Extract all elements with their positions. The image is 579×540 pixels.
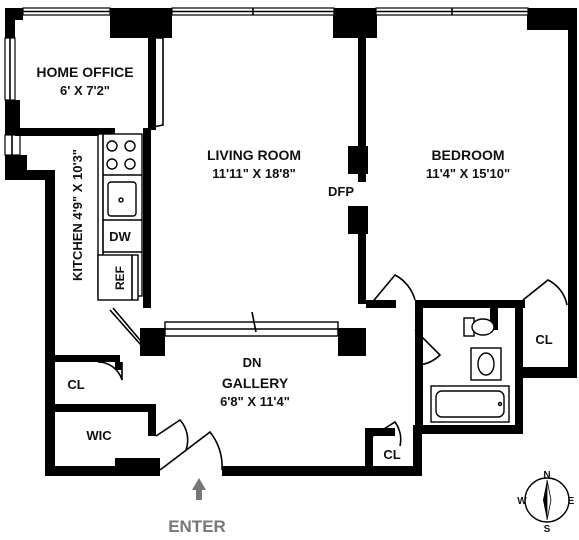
fixture-labels: DW REF DFP DN CL WIC CL CL	[67, 184, 552, 462]
closet-bath-label: CL	[535, 332, 552, 347]
dn-label: DN	[243, 355, 262, 370]
kitchen-fixtures	[97, 133, 143, 301]
enter-label: ENTER	[168, 517, 226, 536]
closet-left-label: CL	[67, 377, 84, 392]
compass-south: S	[544, 524, 551, 535]
entry: ENTER	[168, 478, 226, 536]
compass-east: E	[568, 496, 575, 507]
dishwasher-label: DW	[109, 229, 131, 244]
fireplace-label: DFP	[328, 184, 354, 199]
bedroom-name: BEDROOM	[431, 147, 504, 163]
gallery-name: GALLERY	[222, 375, 289, 391]
compass-icon: N S E W	[517, 470, 574, 535]
compass-west: W	[517, 496, 527, 507]
entry-arrow-icon	[192, 478, 206, 500]
windows	[4, 7, 529, 156]
room-labels: HOME OFFICE 6' X 7'2" LIVING ROOM 11'11"…	[36, 64, 510, 409]
living-room-name: LIVING ROOM	[207, 147, 301, 163]
bedroom-size: 11'4" X 15'10"	[426, 166, 510, 181]
gallery-size: 6'8" X 11'4"	[220, 394, 290, 409]
refrigerator-label: REF	[113, 266, 127, 290]
doors	[97, 273, 568, 471]
bath-fixtures	[430, 317, 510, 423]
home-office-size: 6' X 7'2"	[60, 83, 110, 98]
home-office-name: HOME OFFICE	[36, 64, 133, 80]
compass-north: N	[543, 470, 550, 481]
living-room-size: 11'11" X 18'8"	[212, 166, 296, 181]
kitchen-label: KITCHEN 4'9" X 10'3"	[70, 149, 85, 281]
walk-in-closet-label: WIC	[86, 428, 112, 443]
closet-bottom-label: CL	[383, 447, 400, 462]
